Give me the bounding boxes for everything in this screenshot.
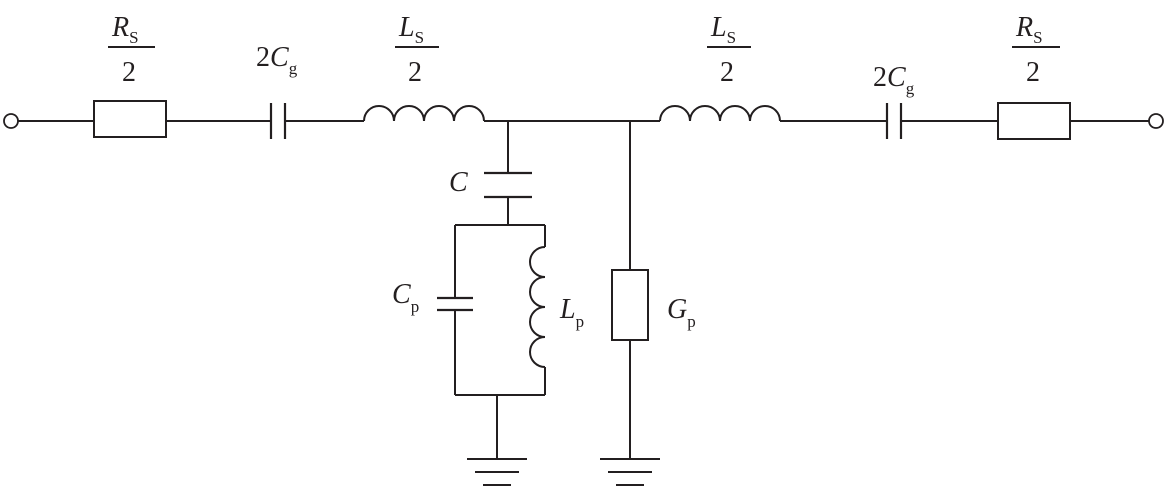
svg-text:2: 2 — [122, 57, 136, 88]
svg-text:LS: LS — [398, 12, 424, 47]
label-gp: Gp — [667, 294, 696, 331]
svg-text:2: 2 — [408, 57, 422, 88]
input-terminal — [3, 113, 19, 129]
ground-symbol-left — [467, 458, 527, 486]
svg-text:2Cg: 2Cg — [873, 62, 915, 98]
label-cg-right: 2Cg — [873, 62, 915, 98]
resistor-rs-right — [997, 102, 1071, 140]
inductor-ls-left — [363, 105, 485, 122]
label-lp: Lp — [559, 294, 584, 331]
resistor-rs-left — [93, 100, 167, 138]
svg-text:2: 2 — [720, 57, 734, 88]
svg-text:2: 2 — [1026, 57, 1040, 88]
label-ls-right: LS 2 — [707, 12, 751, 88]
capacitor-cg-right — [885, 103, 903, 139]
conductance-gp — [611, 269, 649, 341]
inductor-ls-right — [659, 105, 781, 122]
label-ls-left: LS 2 — [395, 12, 439, 88]
label-rs-right: RS 2 — [1012, 12, 1060, 88]
label-rs-left: RS 2 — [108, 12, 155, 88]
shunt-branch-c-lc — [437, 121, 546, 459]
output-terminal — [1148, 113, 1164, 129]
inductor-lp — [529, 246, 546, 368]
capacitor-cg-left — [269, 103, 287, 139]
label-cg-left: 2Cg — [256, 42, 298, 78]
ground-symbol-right — [600, 458, 660, 486]
label-cp: Cp — [392, 279, 419, 316]
shunt-branch-gp — [611, 121, 649, 459]
svg-text:RS: RS — [1015, 12, 1043, 47]
svg-text:2Cg: 2Cg — [256, 42, 298, 78]
svg-text:RS: RS — [111, 12, 139, 47]
svg-text:LS: LS — [710, 12, 736, 47]
label-c: C — [449, 167, 468, 198]
